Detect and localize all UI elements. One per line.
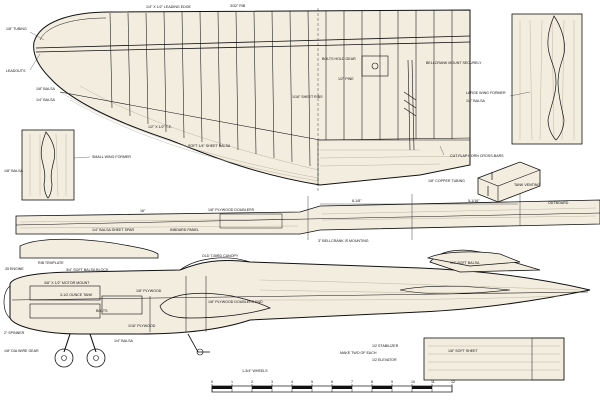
leading-edge-label: 1/4" X 1/2" LEADING EDGE xyxy=(146,5,191,9)
tank-venting-label: TANK VENTING xyxy=(514,183,540,187)
ply-1-16-label: 1/16" PLYWOOD xyxy=(128,324,156,328)
balsa-1-4-label: 1/4" BALSA xyxy=(36,98,55,102)
tail-soft-sheet-label: 1/8" SOFT SHEET xyxy=(448,349,479,353)
stabilizer-part xyxy=(423,337,565,381)
spar-doublers-label: 1/8" PLYWOOD DOUBLERS xyxy=(208,208,255,212)
small-former-balsa-label: 1/8" BALSA xyxy=(4,169,23,173)
elevator-label: 1/2 ELEVATOR xyxy=(372,358,397,362)
soft-sheet-label: SOFT 1/4" SHEET BALSA xyxy=(188,144,231,148)
scale-block xyxy=(332,386,352,389)
plywood-label: 1/8" PLYWOOD xyxy=(136,289,162,293)
spinner-label: 2" SPINNER xyxy=(4,331,25,335)
tubing-label: 1/8" TUBING xyxy=(6,27,27,31)
bellcrank-plate xyxy=(361,55,389,77)
make-two-label: MAKE TWO OF EACH xyxy=(340,351,377,355)
tail-parts: 1/4" SOFT BALSA 1/8" SOFT SHEET MAKE TWO… xyxy=(340,251,565,381)
scale-block xyxy=(292,386,312,389)
scale-tick-label: 8 xyxy=(371,380,373,384)
rib-label: 3/32" RIB xyxy=(230,4,246,8)
outboard-label: OUTBOARD xyxy=(548,201,569,205)
landing-gear xyxy=(54,333,210,368)
bellcrank-mount-label: BELLCRANK MOUNT SECURELY xyxy=(426,61,482,65)
fuel-tank-detail: 1/8" COPPER TUBING TANK VENTING xyxy=(428,161,540,203)
scale-tick-label: 12 xyxy=(451,380,455,384)
rib-template-label: RIB TEMPLATE xyxy=(38,261,64,265)
scale-block xyxy=(412,386,432,389)
pine-label: 1/2" PINE xyxy=(338,77,354,81)
tank-label: 3-1/2 OUNCE TANK xyxy=(60,293,93,297)
pushrod xyxy=(403,59,417,151)
fuselage-labels: .35 ENGINE 2" SPINNER OLD T-BIRD CANOPY … xyxy=(4,254,268,373)
scale-tick-label: 1 xyxy=(231,380,233,384)
large-wing-former: LARGE WING FORMER 1/4" BALSA xyxy=(466,13,583,145)
scale-tick-label: 3 xyxy=(271,380,273,384)
wing-outline xyxy=(33,9,471,186)
scale-block xyxy=(372,386,392,389)
stabilizer-label: 1/2 STABILIZER xyxy=(372,344,399,348)
inboard-panel-label: INBOARD PANEL xyxy=(170,228,199,232)
motor-mount-label: 3/8" X 1/2" MOTOR MOUNT xyxy=(44,281,90,285)
leadouts-label: LEADOUTS xyxy=(6,69,26,73)
dim-c-label: 16" xyxy=(140,209,146,213)
fuselage-balsa-label: 1/4" BALSA xyxy=(114,339,133,343)
scale-tick-label: 6 xyxy=(331,380,333,384)
sheet-spar-label: 1/4" BALSA SHEET SPAR xyxy=(92,228,134,232)
canopy-label: OLD T-BIRD CANOPY xyxy=(202,254,239,258)
stabilizer-profile xyxy=(399,285,511,295)
scale-tick-label: 10 xyxy=(411,380,415,384)
copper-tubing-label: 1/8" COPPER TUBING xyxy=(428,179,465,183)
tail-skid xyxy=(187,333,210,353)
large-former-balsa-label: 1/4" BALSA xyxy=(466,99,485,103)
wing-plan-view xyxy=(33,8,471,192)
small-former-label: SMALL WING FORMER xyxy=(92,155,131,159)
fuel-tank xyxy=(101,295,143,315)
scale-tick-label: 11 xyxy=(431,380,435,384)
bellcrank-mounting-label: 3" BELLCRANK IS MOUNTING xyxy=(318,239,369,243)
te-label: 1/2" X 1/2" T.E. xyxy=(148,125,172,129)
wing-root-section xyxy=(159,292,271,319)
block-label: 3/4" SOFT BALSA BLOCK xyxy=(66,268,109,272)
canopy xyxy=(179,257,251,271)
motor-mount xyxy=(29,285,101,301)
wing-labels: 1/4" X 1/2" LEADING EDGE 3/32" RIB 1/8" … xyxy=(6,4,504,158)
tail-soft-balsa-label: 1/4" SOFT BALSA xyxy=(450,261,480,265)
balsa-1-8-label: 1/8" BALSA xyxy=(36,87,55,91)
left-wheel xyxy=(54,348,74,368)
scale-tick-label: 9 xyxy=(391,380,393,384)
small-wing-former: SMALL WING FORMER 1/8" BALSA xyxy=(4,129,131,201)
wheels-label: 1-3/4" WHEELS xyxy=(242,369,268,373)
flap-horn-label: CUT FLAP HORN CROSS-BARS xyxy=(450,154,504,158)
dim-b-label: 5-1/16" xyxy=(468,199,480,203)
large-former-label: LARGE WING FORMER xyxy=(466,91,506,95)
scale-tick-label: 2 xyxy=(251,380,253,384)
right-wheel xyxy=(86,348,106,368)
scale-tick-label: 4 xyxy=(291,380,293,384)
wing-grain xyxy=(59,85,471,182)
wing-spar-view: 1/8" PLYWOOD DOUBLERS 1/4" BALSA SHEET S… xyxy=(15,194,600,243)
bolts-hold-gear-label: BOLTS HOLD GEAR xyxy=(322,57,356,61)
scale-block xyxy=(252,386,272,389)
dim-a-label: 8-1/8" xyxy=(352,199,362,203)
bolts-label: BOLTS xyxy=(96,309,108,313)
sheet-ribs-label: 1/16" SHEET RIBS xyxy=(292,95,323,99)
spinner xyxy=(3,285,11,319)
wing-ribs xyxy=(109,10,453,167)
scale-tick-label: 5 xyxy=(311,380,313,384)
wire-gear-label: 1/8" DIA WIRE GEAR xyxy=(4,349,39,353)
rib-template: RIB TEMPLATE xyxy=(19,238,159,265)
doublers-end-label: 1/8" PLYWOOD DOUBLERS END xyxy=(208,300,263,304)
scale-tick-label: 0 xyxy=(211,380,213,384)
scale-tick-label: 7 xyxy=(351,380,353,384)
scale-block xyxy=(212,386,232,389)
wingtip-inner xyxy=(39,17,107,41)
engine-label: .35 ENGINE xyxy=(4,267,24,271)
